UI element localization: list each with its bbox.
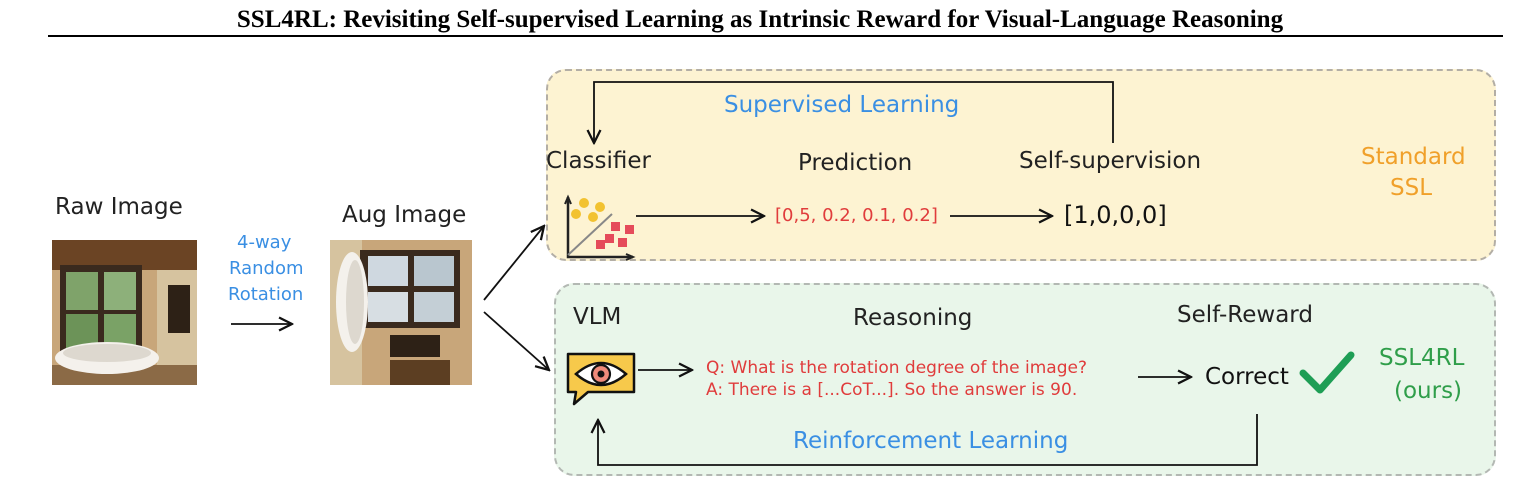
standard-ssl-tag-2: SSL	[1390, 175, 1433, 201]
reward-value: Correct	[1205, 364, 1289, 390]
self-supervision-label: Self-supervision	[1019, 148, 1202, 174]
standard-ssl-panel	[546, 69, 1496, 261]
raw-image	[52, 240, 197, 385]
reinforcement-learning-loop	[598, 414, 1258, 466]
title-rule	[48, 35, 1503, 37]
supervised-learning-loop	[594, 81, 1114, 143]
branch-arrow-rl	[483, 311, 549, 370]
reinforcement-learning-label: Reinforcement Learning	[793, 428, 1069, 454]
vlm-label: VLM	[573, 304, 622, 330]
aug-image-label: Aug Image	[342, 202, 467, 228]
ssl4rl-panel	[554, 283, 1496, 476]
question-text: Q: What is the rotation degree of the im…	[706, 358, 1087, 378]
classifier-label: Classifier	[546, 148, 651, 174]
prediction-label: Prediction	[798, 150, 913, 176]
raw-image-label: Raw Image	[55, 194, 183, 220]
prediction-value: [0,5, 0.2, 0.1, 0.2]	[775, 205, 938, 226]
augmentation-label-2: Random	[229, 258, 304, 279]
reasoning-label: Reasoning	[853, 305, 973, 331]
scatter-plot-icon	[564, 194, 636, 261]
ssl4rl-tag-2: (ours)	[1394, 378, 1463, 404]
branch-arrow-ssl	[483, 226, 544, 301]
self-reward-label: Self-Reward	[1177, 302, 1313, 328]
vlm-eye-icon	[566, 352, 636, 406]
paper-title: SSL4RL: Revisiting Self-supervised Learn…	[236, 6, 1284, 33]
ssl4rl-tag-1: SSL4RL	[1379, 345, 1465, 371]
aug-image	[330, 240, 472, 385]
augmentation-label-3: Rotation	[228, 284, 304, 305]
augmentation-label-1: 4-way	[237, 232, 292, 253]
check-icon	[1299, 351, 1355, 394]
standard-ssl-tag-1: Standard	[1361, 144, 1466, 170]
answer-text: A: There is a [...CoT...]. So the answer…	[706, 380, 1078, 400]
supervised-learning-label: Supervised Learning	[724, 92, 960, 118]
self-supervision-value: [1,0,0,0]	[1064, 201, 1167, 229]
